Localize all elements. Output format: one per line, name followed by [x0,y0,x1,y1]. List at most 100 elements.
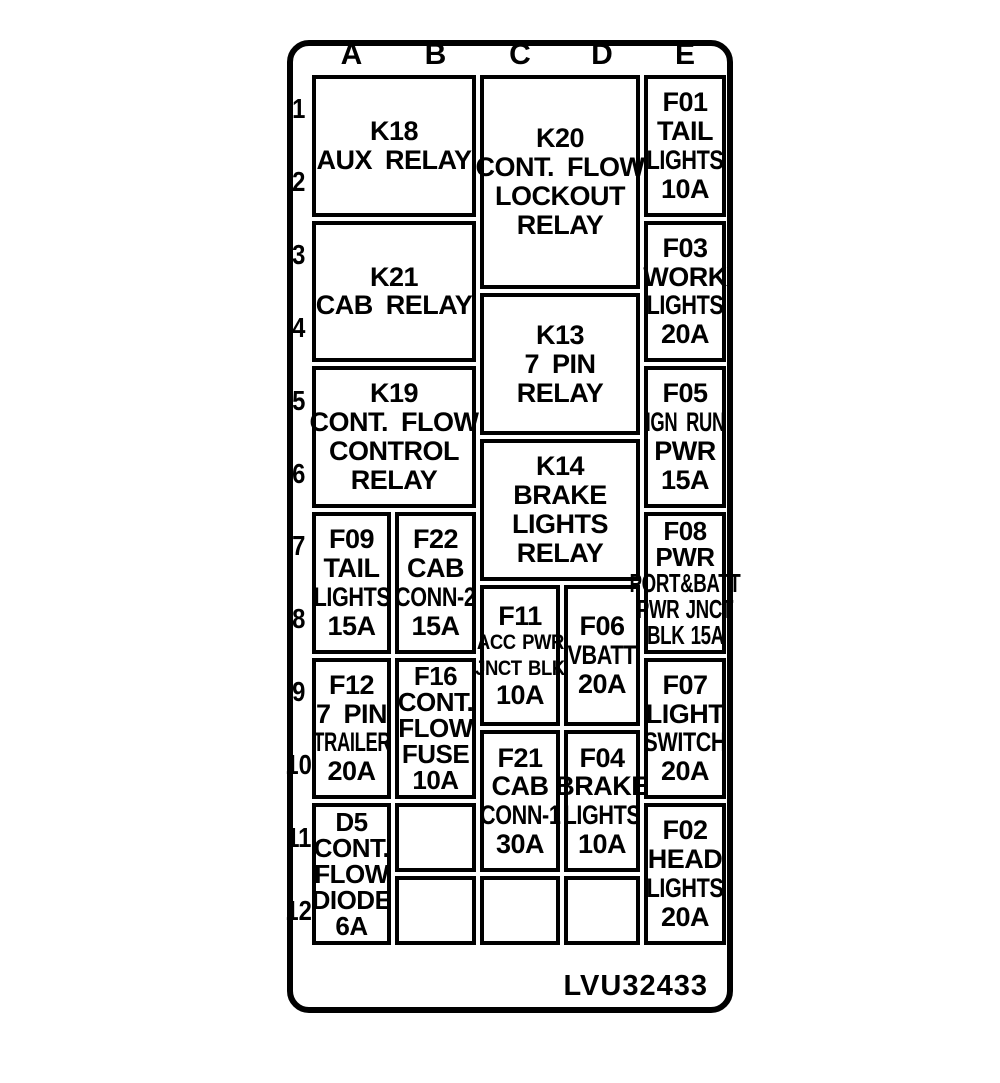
fuse-box-line: 10A [577,829,627,860]
row-number-9: 9 [291,676,306,708]
column-header-b: B [424,38,447,71]
fuse-box-line: RELAY [350,465,438,496]
fuse-box-line: DIODE [311,885,392,916]
fuse-box-line: F04 [579,742,625,773]
fuse-box-line: F06 [579,611,625,642]
fuse-box-line: TAIL [657,115,713,146]
fuse-box-line: CONT. [313,833,390,864]
fuse-box-line: K21 [369,261,419,292]
fuse-box-line: PWR JNCT [636,593,734,624]
fuse-box-line: K19 [369,378,419,409]
fuse-box-line: 20A [660,901,710,932]
fuse-box-line: F09 [328,524,375,555]
fuse-box-line: 20A [660,756,710,787]
fuse-box-line: CONN-2 [395,581,476,612]
empty-slot-c12 [480,876,560,945]
fuse-box-line: F01 [662,87,708,118]
fuse-box-line: F02 [662,815,708,846]
row-number-6: 6 [291,457,306,489]
fuse-box-line: 15A [411,610,460,641]
fuse-box-line: K18 [369,115,419,146]
fuse-box-line: 7 PIN [315,698,388,729]
fuse-box-line: FLOW [398,713,473,744]
fuse-box-line: LIGHTS [512,508,609,539]
fuse-box-line: CONT. FLOW [309,407,479,438]
row-number-3: 3 [291,239,306,271]
fuse-box-line: ACC PWR [476,631,564,655]
fuse-box-line: SWITCH [643,727,727,758]
fuse-box-line: F03 [662,232,708,263]
row-number-11: 11 [285,821,312,853]
fuse-box-line: F05 [662,378,708,409]
row-number-8: 8 [291,603,306,635]
fuse-box-line: LOCKOUT [495,181,625,212]
fuse-box-line: CAB [407,552,465,583]
fuse-box-line: 30A [495,829,545,860]
fuse-box-line: 15A [660,465,710,496]
fuse-box-line: K14 [535,451,585,482]
fuse-box-line: F11 [498,600,542,631]
fuse-box-line: PWR [655,541,715,572]
fuse-box-line: F12 [328,669,375,700]
fuse-box-line: K13 [535,320,585,350]
fuse-box-line: 10A [660,173,710,204]
fuse-box-line: CONN-1 [479,800,561,831]
fuse-box-line: AUX RELAY [316,144,472,175]
fuse-box-line: K20 [535,123,585,154]
row-number-2: 2 [291,166,306,198]
fuse-box-line: CAB RELAY [315,290,473,321]
fuse-box-line: RELAY [516,377,604,408]
fuse-box-line: LIGHTS [563,800,641,831]
fuse-box-line: TRAILER [312,727,391,758]
column-header-c: C [509,38,531,71]
row-number-12: 12 [285,894,312,926]
row-number-10: 10 [285,748,312,780]
empty-slot-b11 [395,803,476,873]
fuse-box-line: PORT&BATT [629,567,741,598]
empty-slot-d12 [564,876,640,945]
fuse-box-line: IGN RUN [645,407,725,438]
fuse-box-line: WORK [643,261,727,292]
fuse-box-line: F08 [663,515,707,546]
fuse-box-line: 7 PIN [524,348,596,379]
fuse-box-line: 20A [660,319,710,350]
fuse-box-line: CONT. [397,687,474,718]
fuse-box-line: BRAKE [555,771,649,802]
fuse-box-line: LIGHTS [313,581,390,612]
fuse-box-line: LIGHTS [646,290,724,321]
part-number-label: LVU32433 [563,970,708,1002]
fuse-box-line: LIGHTS [646,144,724,175]
fuse-box-line: BRAKE [513,480,607,511]
fuse-box-line: JNCT BLK [475,656,565,680]
fuse-box-line: 6A [335,911,368,942]
fuse-box-line: CONT. FLOW [475,152,645,183]
fuse-box-line: FUSE [401,739,470,770]
fuse-box-line: 20A [577,669,627,700]
fuse-box-line: BLK 15A [646,619,724,650]
fuse-box-line: TAIL [323,552,380,583]
fuse-box-line: HEAD [647,844,723,875]
row-number-1: 1 [291,93,306,125]
fuse-box-line: F07 [662,669,708,700]
fuse-box-line: CONTROL [329,436,459,467]
fuse-box-line: PWR [654,436,716,467]
fuse-box-line: 15A [327,610,376,641]
fuse-box-line: F22 [412,524,459,555]
row-number-4: 4 [291,311,306,343]
